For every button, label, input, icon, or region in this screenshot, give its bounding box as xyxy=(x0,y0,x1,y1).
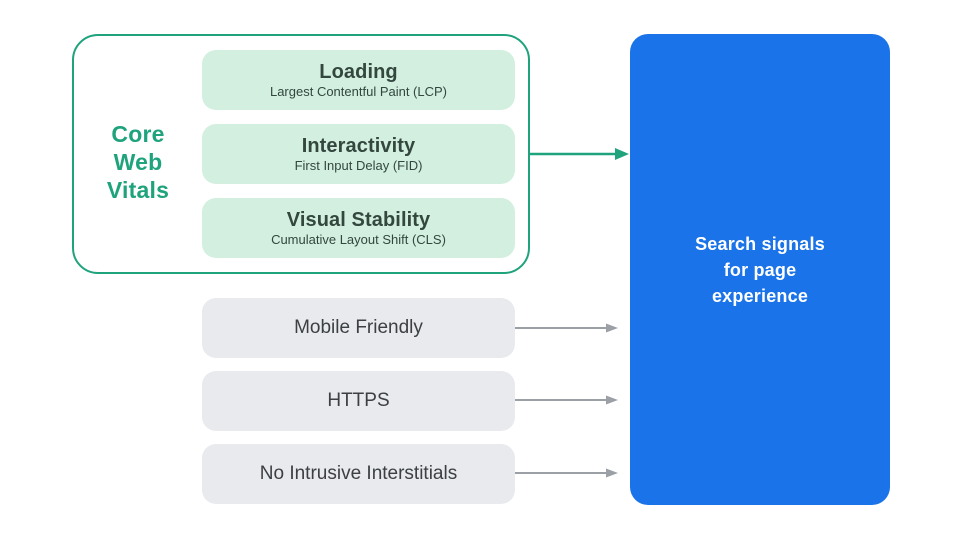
signal-label: No Intrusive Interstitials xyxy=(259,463,458,484)
search-signals-label-line: experience xyxy=(711,285,809,306)
search-signals-label-line: for page xyxy=(723,259,797,280)
vital-subtitle: Largest Contentful Paint (LCP) xyxy=(269,84,448,99)
search-signals-label-line: Search signals xyxy=(695,233,825,254)
core-web-vitals-label-line: Core xyxy=(111,121,165,147)
vital-card-loading: Loading Largest Contentful Paint (LCP) xyxy=(202,50,515,110)
mobile-friendly-arrow-icon xyxy=(515,323,618,333)
vital-card-visual-stability: Visual Stability Cumulative Layout Shift… xyxy=(202,198,515,258)
no-intrusive-interstitials-arrow-icon xyxy=(515,468,618,478)
https-arrow-icon xyxy=(515,395,618,405)
signal-label: Mobile Friendly xyxy=(294,317,423,338)
core-web-vitals-arrow-icon xyxy=(530,148,629,160)
vital-subtitle: First Input Delay (FID) xyxy=(294,158,423,173)
core-web-vitals-label: Core Web Vitals xyxy=(74,120,202,204)
vital-subtitle: Cumulative Layout Shift (CLS) xyxy=(271,232,446,247)
vital-title: Visual Stability xyxy=(286,209,431,231)
search-signals-label: Search signals for page experience xyxy=(695,231,825,309)
vital-card-interactivity: Interactivity First Input Delay (FID) xyxy=(202,124,515,184)
signal-card-no-intrusive-interstitials: No Intrusive Interstitials xyxy=(202,444,515,504)
vital-title: Loading xyxy=(319,61,398,83)
signal-card-mobile-friendly: Mobile Friendly xyxy=(202,298,515,358)
signal-label: HTTPS xyxy=(327,390,390,411)
core-web-vitals-label-line: Web xyxy=(113,149,163,175)
signal-card-https: HTTPS xyxy=(202,371,515,431)
core-web-vitals-label-line: Vitals xyxy=(106,177,170,203)
search-signals-result-box: Search signals for page experience xyxy=(630,34,890,505)
vital-title: Interactivity xyxy=(301,135,416,157)
